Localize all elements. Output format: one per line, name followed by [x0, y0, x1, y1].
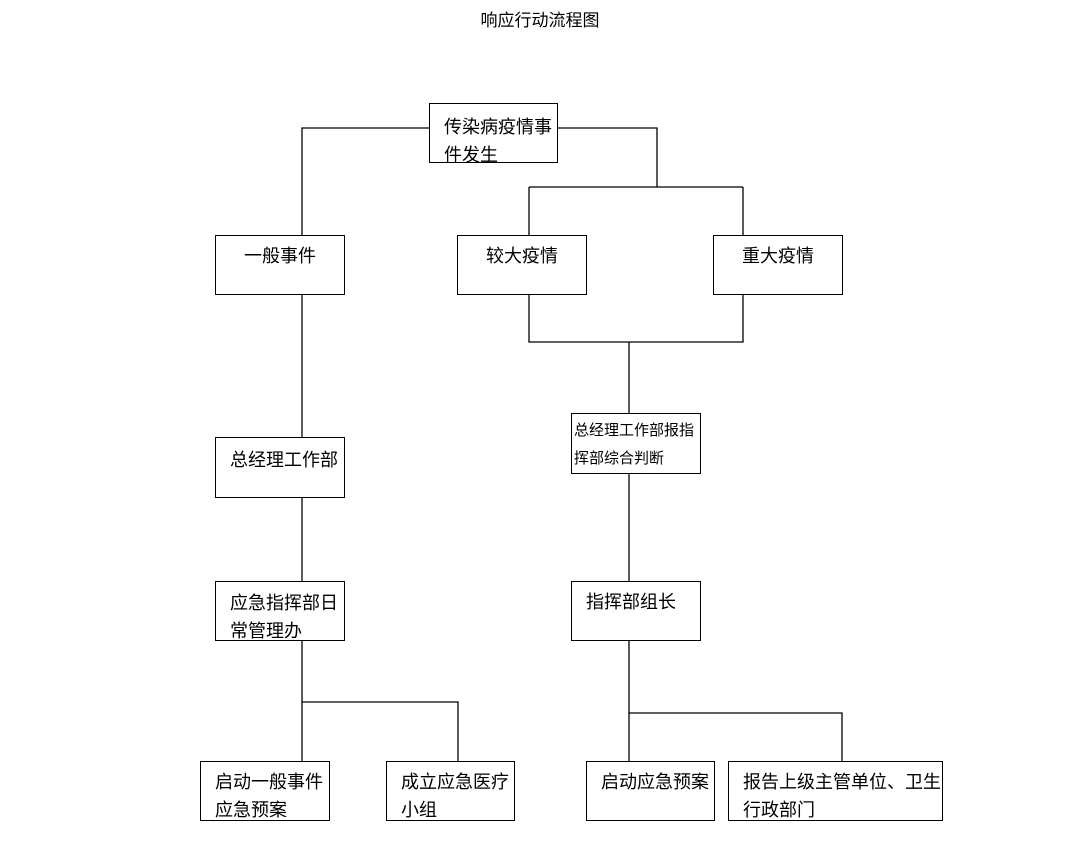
node-medical-team-label: 成立应急医疗小组 — [401, 772, 509, 821]
node-major-epidemic: 重大疫情 — [713, 235, 843, 295]
connector-outbreak-to-split — [557, 127, 658, 187]
node-gm-office-left-label: 总经理工作部 — [230, 450, 338, 471]
node-emergency-daily-office: 应急指挥部日常管理办 — [215, 581, 345, 641]
node-general-event: 一般事件 — [215, 235, 345, 295]
node-start-general-plan: 启动一般事件应急预案 — [200, 761, 330, 821]
node-outbreak: 传染病疫情事件发生 — [429, 103, 558, 163]
node-gm-office-right-label: 总经理工作部报指挥部综合判断 — [574, 421, 695, 467]
node-gm-office-left: 总经理工作部 — [215, 437, 345, 498]
page-title: 响应行动流程图 — [480, 11, 600, 31]
connector-daily-to-medical — [302, 701, 459, 762]
node-major-epidemic-label: 重大疫情 — [742, 246, 814, 267]
node-start-plan: 启动应急预案 — [586, 761, 715, 821]
node-larger-epidemic: 较大疫情 — [457, 235, 587, 295]
node-start-general-plan-label: 启动一般事件应急预案 — [215, 772, 323, 821]
node-larger-epidemic-label: 较大疫情 — [486, 246, 558, 267]
connector-larger-merge — [528, 294, 744, 343]
node-report-superior: 报告上级主管单位、卫生行政部门 — [728, 761, 943, 821]
node-outbreak-label: 传染病疫情事件发生 — [444, 117, 552, 163]
node-emergency-daily-office-label: 应急指挥部日常管理办 — [230, 593, 338, 641]
node-medical-team: 成立应急医疗小组 — [386, 761, 515, 821]
node-commander-chief: 指挥部组长 — [571, 581, 701, 641]
node-report-superior-label: 报告上级主管单位、卫生行政部门 — [743, 772, 941, 821]
node-start-plan-label: 启动应急预案 — [601, 772, 709, 793]
node-gm-office-right: 总经理工作部报指挥部综合判断 — [571, 413, 701, 474]
node-general-event-label: 一般事件 — [244, 246, 316, 267]
connector-chief-to-report — [629, 712, 843, 762]
node-commander-chief-label: 指挥部组长 — [586, 592, 676, 613]
connector-outbreak-to-general — [301, 127, 430, 236]
